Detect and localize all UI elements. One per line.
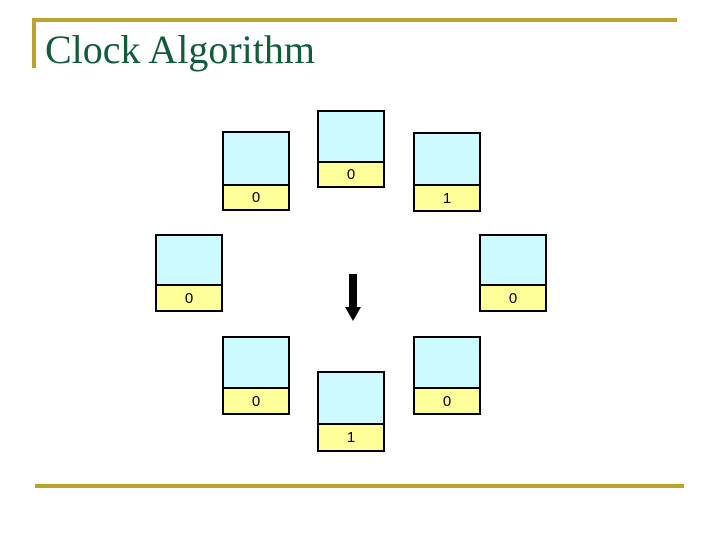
page-frame-bottom-left[interactable]: 0 xyxy=(222,336,290,415)
reference-bit: 1 xyxy=(415,184,479,210)
arrow-down-icon xyxy=(345,274,361,321)
page-frame-top-left[interactable]: 0 xyxy=(222,131,290,211)
decorative-rule-bottom xyxy=(35,484,684,488)
decorative-rule-top xyxy=(32,18,677,22)
reference-bit: 1 xyxy=(319,423,383,450)
reference-bit: 0 xyxy=(415,387,479,413)
decorative-rule-left xyxy=(32,18,36,68)
page-frame-bottom-center[interactable]: 1 xyxy=(317,371,385,452)
page-frame-top-right[interactable]: 1 xyxy=(413,132,481,212)
clock-hand-arrow xyxy=(344,274,362,322)
page-frame-middle-right[interactable]: 0 xyxy=(479,234,547,312)
reference-bit: 0 xyxy=(157,284,221,310)
page-frame-middle-left[interactable]: 0 xyxy=(155,234,223,312)
page-frame-top-center[interactable]: 0 xyxy=(317,110,385,188)
reference-bit: 0 xyxy=(481,284,545,310)
reference-bit: 0 xyxy=(319,161,383,186)
page-title: Clock Algorithm xyxy=(45,27,315,72)
page-frame-bottom-right[interactable]: 0 xyxy=(413,336,481,415)
reference-bit: 0 xyxy=(224,387,288,413)
reference-bit: 0 xyxy=(224,184,288,209)
